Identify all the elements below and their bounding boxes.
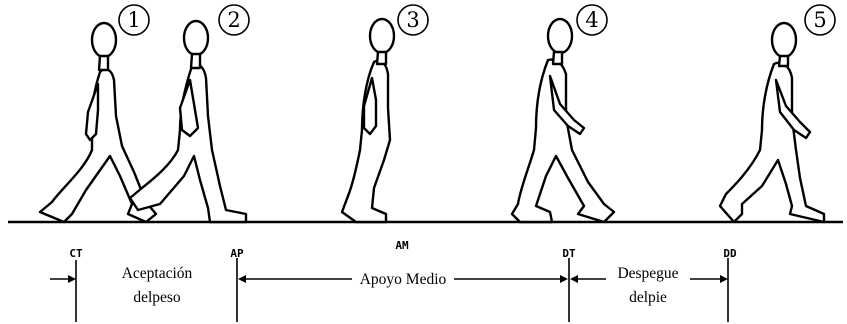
walking-figure-2 [128, 19, 248, 224]
event-code-dt: DT [562, 247, 576, 260]
arrow-ct [50, 275, 76, 283]
svg-text:Despegue: Despegue [617, 265, 678, 282]
phase-push-off: Despegue delpie [606, 262, 690, 306]
event-code-ap: AP [230, 247, 244, 260]
event-code-ct: CT [69, 247, 83, 260]
phase-weight-acceptance: Aceptación delpeso [112, 262, 202, 306]
walking-figure-5 [718, 21, 826, 224]
figure-number-3: 3 [397, 4, 429, 36]
figure-number-5: 5 [804, 4, 836, 36]
walking-figure-1 [38, 21, 158, 224]
svg-text:delpeso: delpeso [133, 289, 181, 306]
svg-text:Apoyo Medio: Apoyo Medio [360, 271, 447, 288]
figure-number-4: 4 [576, 4, 608, 36]
event-code-dd: DD [723, 247, 737, 260]
svg-text:2: 2 [227, 8, 240, 32]
phase-mid-stance: Apoyo Medio [352, 268, 454, 290]
svg-text:5: 5 [813, 8, 826, 32]
figure-number-2: 2 [218, 4, 250, 36]
svg-text:4: 4 [585, 8, 598, 32]
walking-figure-4 [510, 17, 616, 224]
svg-text:1: 1 [127, 8, 140, 32]
figure-number-1: 1 [118, 4, 150, 36]
svg-text:3: 3 [406, 8, 419, 32]
svg-text:delpie: delpie [629, 289, 667, 306]
svg-text:Aceptación: Aceptación [122, 265, 193, 282]
event-code-am: AM [395, 239, 409, 252]
walking-figure-3 [340, 17, 396, 224]
